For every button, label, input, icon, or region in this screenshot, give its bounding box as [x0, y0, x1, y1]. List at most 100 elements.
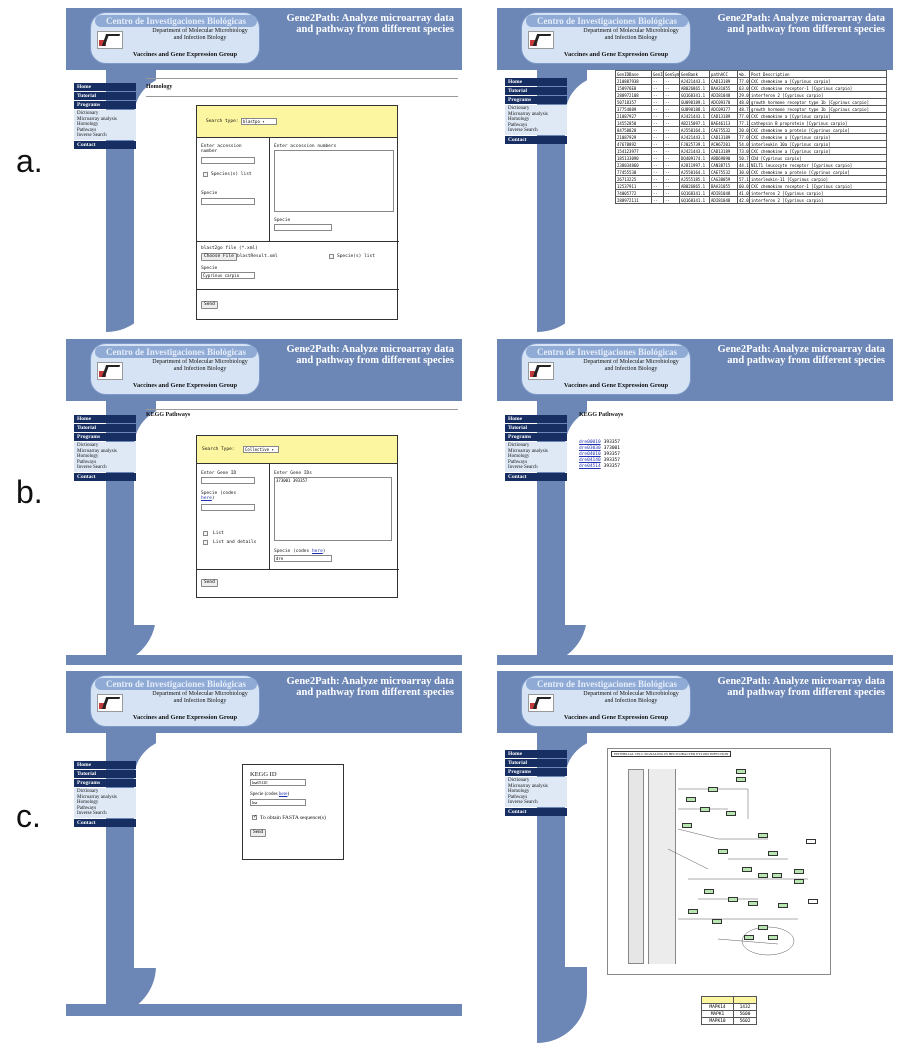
nav-pathways[interactable]: Pathways [77, 805, 97, 811]
nav-microarray[interactable]: Microarray analysis [508, 111, 548, 117]
site-logo[interactable]: Centro de Investigaciones Biológicas Dep… [90, 675, 260, 727]
specie2-input[interactable] [274, 224, 332, 231]
site-logo[interactable]: Centro de Investigaciones Biológicas Dep… [521, 343, 691, 395]
nav-tutorial[interactable]: Tutorial [74, 92, 136, 100]
nav-homology[interactable]: Homology [508, 117, 530, 122]
nav-programs[interactable]: Programs [74, 101, 136, 109]
specie-codes-input[interactable] [201, 504, 255, 511]
nav-homology[interactable]: Homology [77, 454, 99, 459]
site-logo[interactable]: Centro de Investigaciones Biológicas Dep… [521, 675, 691, 727]
pathway-link[interactable]: dre00010 [579, 440, 601, 445]
nav-home[interactable]: Home [74, 415, 136, 423]
choose-file-button[interactable]: Choose File [201, 253, 237, 261]
table-cell: 21087929 [615, 133, 652, 141]
send-button[interactable]: Send [201, 301, 218, 309]
list-checkbox[interactable] [203, 531, 208, 536]
pathway-link[interactable]: dre03030 [579, 446, 601, 451]
nav-programs[interactable]: Programs [505, 433, 567, 441]
table-cell: CAD13189 [709, 112, 738, 120]
here-link[interactable]: here [278, 792, 288, 797]
nav-inverse-search[interactable]: Inverse Search [508, 128, 538, 133]
nav-homology[interactable]: Homology [77, 122, 99, 127]
search-type-select[interactable]: Collective ▾ [243, 446, 279, 453]
nav-dictionary[interactable]: Dictionary [77, 111, 99, 116]
nav-pathways[interactable]: Pathways [508, 459, 528, 465]
nav-microarray[interactable]: Microarray analysis [77, 116, 117, 122]
nav-dictionary[interactable]: Dictionary [508, 778, 530, 783]
nav-programs[interactable]: Programs [505, 768, 567, 776]
search-type-select[interactable]: blastpo ▾ [241, 118, 277, 125]
table-cell: BAA31055 [709, 84, 738, 92]
nav-contact[interactable]: Contact [505, 135, 567, 144]
send-button[interactable]: Send [250, 829, 266, 837]
site-logo[interactable]: Centro de Investigaciones Biológicas Dep… [90, 343, 260, 395]
nav-contact[interactable]: Contact [505, 472, 567, 481]
table-cell: interleukin-11 [Cyprinus carpio] [749, 175, 887, 183]
nav-homology[interactable]: Homology [77, 800, 99, 805]
nav-pathways[interactable]: Pathways [508, 794, 528, 800]
nav-inverse-search[interactable]: Inverse Search [508, 465, 538, 470]
nav-microarray[interactable]: Microarray analysis [77, 794, 117, 800]
specie-input[interactable]: hsa [250, 799, 306, 806]
nav-microarray[interactable]: Microarray analysis [77, 448, 117, 454]
nav-tutorial[interactable]: Tutorial [505, 87, 567, 95]
nav-inverse-search[interactable]: Inverse Search [508, 800, 538, 805]
table-cell: 12537911 [615, 182, 652, 190]
list-details-checkbox[interactable] [203, 540, 208, 545]
nav-programs[interactable]: Programs [505, 96, 567, 104]
nav-microarray[interactable]: Microarray analysis [508, 783, 548, 789]
kegg-id-input[interactable]: hsa05120 [250, 779, 306, 786]
specie-input[interactable] [201, 198, 255, 205]
fasta-checkbox[interactable]: ✓ [252, 815, 258, 820]
nav-dictionary[interactable]: Dictionary [508, 106, 530, 111]
nav-home[interactable]: Home [505, 78, 567, 86]
nav-contact[interactable]: Contact [74, 140, 136, 149]
nav-contact[interactable]: Contact [505, 807, 567, 816]
nav-dictionary[interactable]: Dictionary [508, 443, 530, 448]
nav-programs[interactable]: Programs [74, 433, 136, 441]
nav-tutorial[interactable]: Tutorial [74, 770, 136, 778]
nav-homology[interactable]: Homology [508, 454, 530, 459]
table-cell: 54.0 [737, 140, 750, 148]
site-logo[interactable]: Centro de Investigaciones Biológicas Dep… [521, 12, 691, 64]
kegg-pathway-map[interactable]: EPITHELIAL CELL SIGNALING IN HELICOBACTE… [607, 748, 831, 975]
nav-dictionary[interactable]: Dictionary [77, 443, 99, 448]
nav-pathways[interactable]: Pathways [508, 122, 528, 128]
send-button[interactable]: Send [201, 579, 218, 587]
nav-home[interactable]: Home [505, 415, 567, 423]
nav-home[interactable]: Home [74, 761, 136, 769]
table-cell: BAA31055 [709, 182, 738, 190]
specie3-input[interactable]: Cyprinus carpio [201, 272, 255, 279]
nav-tutorial[interactable]: Tutorial [505, 759, 567, 767]
nav-microarray[interactable]: Microarray analysis [508, 448, 548, 454]
accession-input[interactable] [201, 157, 255, 164]
nav-home[interactable]: Home [505, 750, 567, 758]
nav-programs[interactable]: Programs [74, 779, 136, 787]
gene-id-input[interactable] [201, 477, 255, 484]
species-list-checkbox[interactable] [203, 172, 208, 177]
nav-contact[interactable]: Contact [74, 472, 136, 481]
nav-dictionary[interactable]: Dictionary [77, 789, 99, 794]
site-logo[interactable]: Centro de Investigaciones Biológicas Dep… [90, 12, 260, 64]
nav-tutorial[interactable]: Tutorial [74, 424, 136, 432]
accession-numbers-textarea[interactable] [274, 150, 394, 212]
nav-inverse-search[interactable]: Inverse Search [77, 465, 107, 470]
nav-pathways[interactable]: Pathways [77, 127, 97, 133]
table-cell: AJ421443.1 [679, 133, 710, 141]
nav-home[interactable]: Home [74, 83, 136, 91]
nav-pathways[interactable]: Pathways [77, 459, 97, 465]
nav-contact[interactable]: Contact [74, 818, 136, 827]
pathway-link[interactable]: dre04140 [579, 458, 601, 463]
nav-tutorial[interactable]: Tutorial [505, 424, 567, 432]
pathway-link[interactable]: dre04010 [579, 452, 601, 457]
gene-ids-textarea[interactable]: 373001 393357 [274, 477, 392, 541]
nav-inverse-search[interactable]: Inverse Search [77, 811, 107, 816]
pathway-link[interactable]: dre04514 [579, 464, 601, 469]
here-link[interactable]: here [311, 549, 323, 554]
species-list2-checkbox[interactable] [329, 254, 334, 259]
nav-inverse-search[interactable]: Inverse Search [77, 133, 107, 138]
specie-input[interactable]: dre [274, 555, 332, 562]
here-link[interactable]: here [201, 496, 212, 501]
nav-homology[interactable]: Homology [508, 789, 530, 794]
